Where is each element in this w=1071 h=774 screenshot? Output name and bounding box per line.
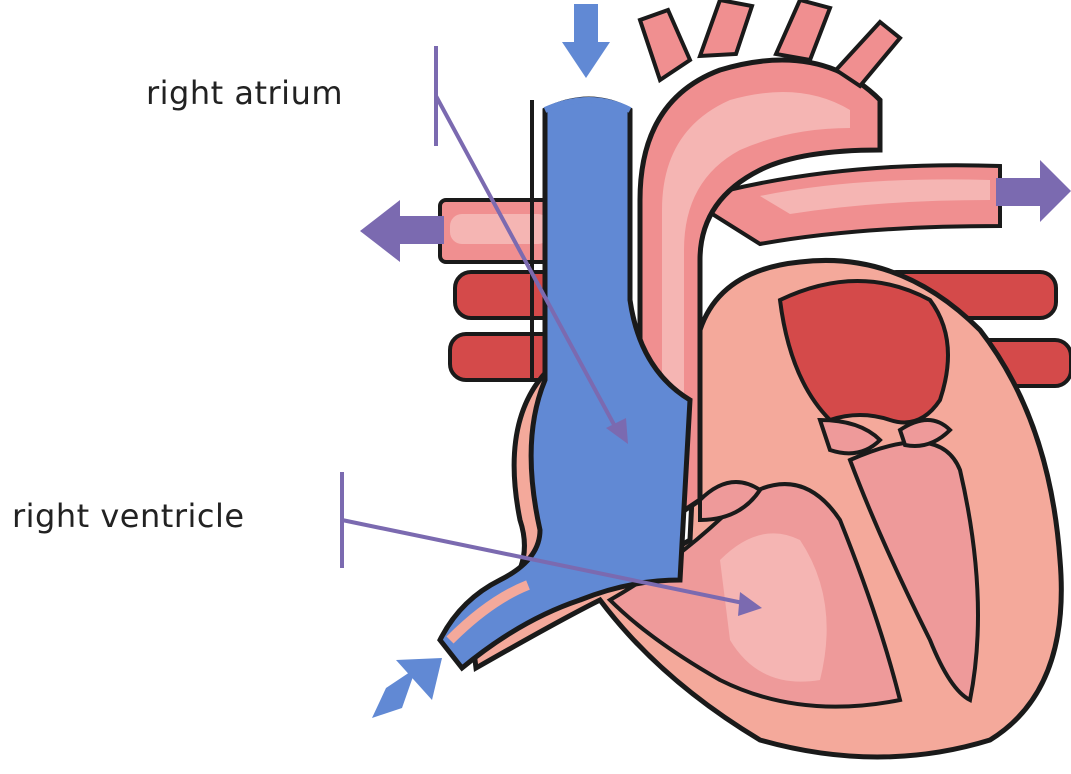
arrow-down-icon xyxy=(562,4,610,78)
arrow-down-icon xyxy=(372,658,442,718)
pulmonary-artery-left xyxy=(440,200,560,262)
arrow-side-icon xyxy=(360,200,444,262)
label-right-atrium: right atrium xyxy=(146,74,343,112)
arrow-side-icon xyxy=(996,160,1071,222)
label-right-ventricle: right ventricle xyxy=(12,497,245,535)
